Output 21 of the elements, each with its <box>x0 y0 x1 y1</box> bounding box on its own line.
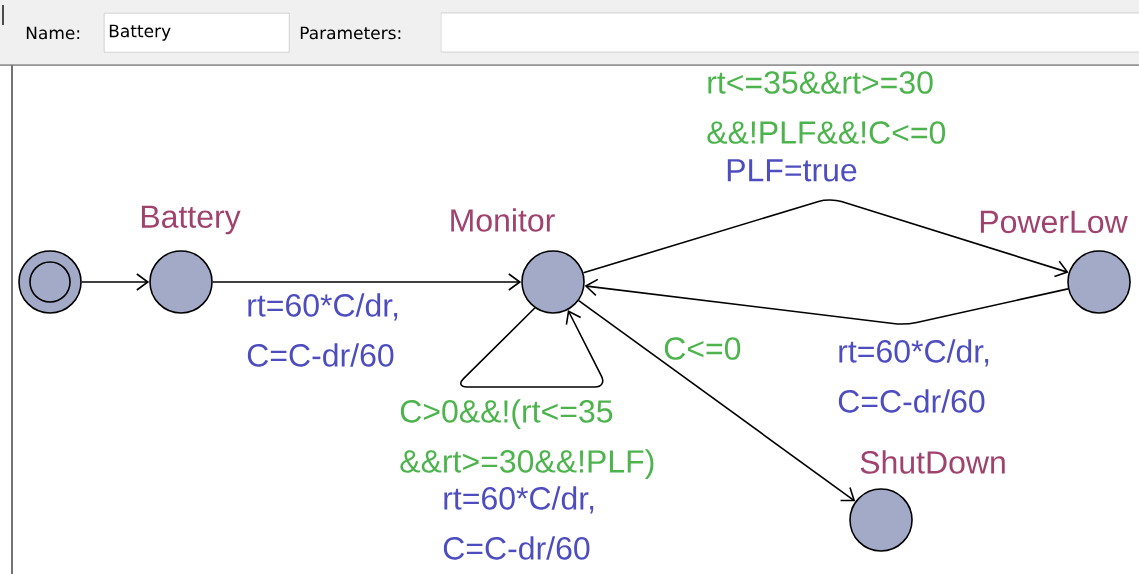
input-field: Battery <box>104 13 290 53</box>
initial-location-circle <box>18 250 82 314</box>
edge-label: rt=60*C/dr, C=C-dr/60 <box>247 293 398 367</box>
location-name: PowerLow <box>980 210 1128 234</box>
location-name: ShutDown <box>860 450 1005 474</box>
arrow <box>212 273 522 291</box>
edge-label: rt<=35&&rt>=30 &&!PLF&&!C<=0 <box>707 71 946 144</box>
edge-label: rt=60*C/dr, C=C-dr/60 <box>838 339 989 413</box>
field-label: Name: <box>26 26 80 40</box>
arrow <box>81 273 150 291</box>
arrow <box>577 299 856 502</box>
update-label: rt=60*C/dr, C=C-dr/60 <box>443 486 594 560</box>
arrow <box>582 199 1069 278</box>
edge-label: C>0&&!(rt<=35 &&rt>=30&&!PLF) <box>400 399 654 479</box>
edge-label: C<=0 <box>664 337 741 360</box>
field-label: Parameters: <box>300 26 401 40</box>
update-label: PLF=true <box>727 159 857 182</box>
location-name: Battery <box>141 205 241 235</box>
location-name: Monitor <box>451 208 555 232</box>
arrow <box>584 278 1069 325</box>
arrow <box>460 307 604 388</box>
